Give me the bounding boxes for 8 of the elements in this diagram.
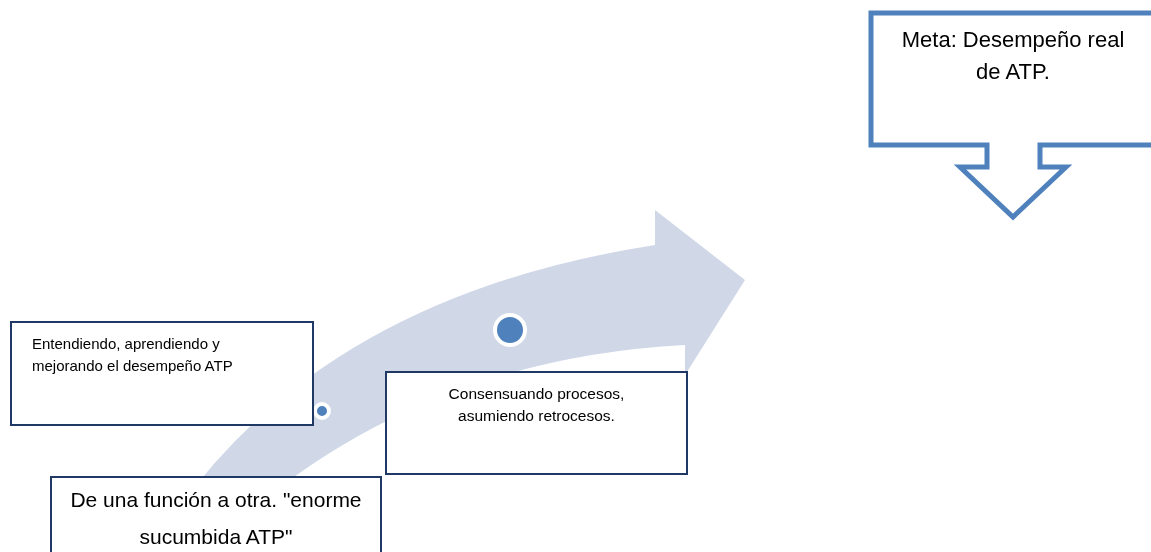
callout-text: Meta: Desempeño real de ATP. xyxy=(900,26,1126,86)
down-arrow-callout xyxy=(868,10,1151,222)
text-box xyxy=(10,321,314,426)
box-text: De una función a otra. "enorme sucumbida ATP" xyxy=(69,487,363,550)
text-box xyxy=(50,476,382,552)
box-text: Entendiendo, aprendiendo y mejorando el desempeño ATP xyxy=(32,334,234,376)
box-text: Consensuando procesos, asumiendo retrocesos. xyxy=(447,384,626,427)
text-box xyxy=(385,371,688,475)
